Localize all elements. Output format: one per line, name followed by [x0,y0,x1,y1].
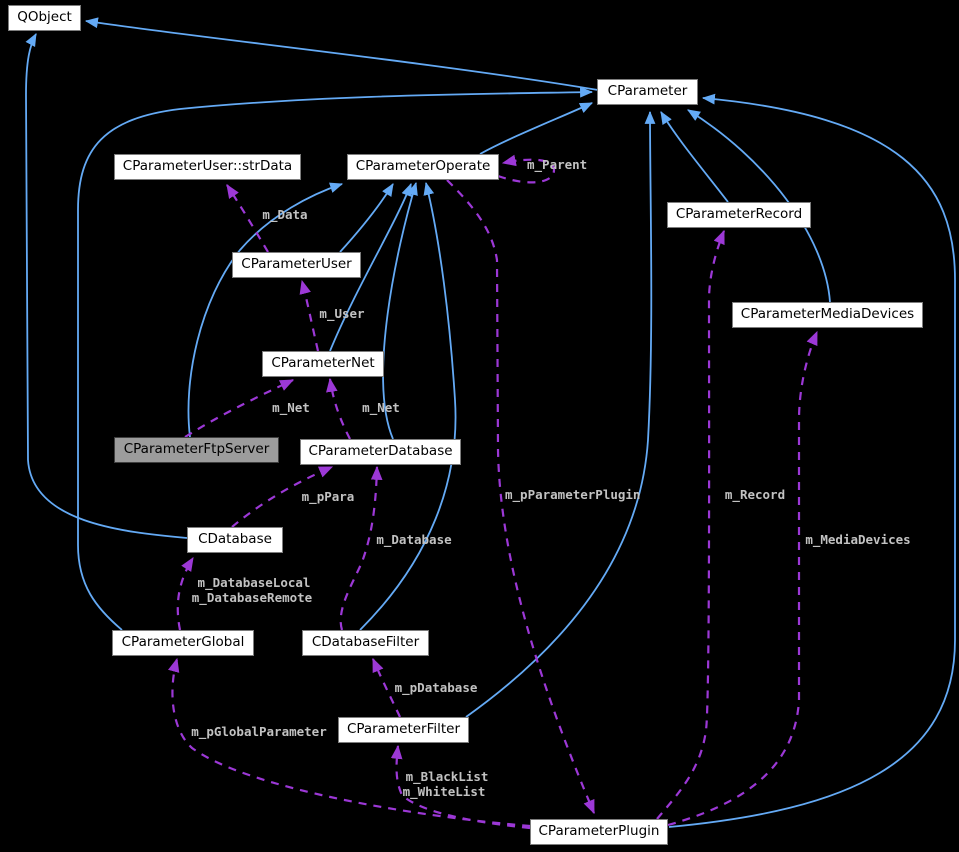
edge-label-m-ppara: m_pPara [302,489,355,505]
node-cparameternet[interactable]: CParameterNet [262,351,384,377]
edge-member-m-user [299,279,320,352]
edge-member-m-databaselocal-remote [176,557,194,631]
edge-inherit-cparameterglobal-cparameter [77,86,594,631]
edge-member-m-data [226,184,269,253]
edge-label-m-databaseremote: m_DatabaseRemote [192,590,313,606]
edge-label-m-user: m_User [319,306,365,322]
edge-member-m-parent-self-loop [497,154,556,184]
node-cparametermediadevices[interactable]: CParameterMediaDevices [732,302,923,328]
node-qobject[interactable]: QObject [8,5,81,31]
edge-member-m-pglobalparameter [167,657,531,828]
edge-label-m-pparameterplugin: m_pParameterPlugin [505,487,640,503]
edge-label-m-record: m_Record [725,487,785,503]
edge-label-m-pdatabase: m_pDatabase [395,680,478,696]
edge-inherit-cparameter-qobject [84,17,599,91]
edge-label-m-databaselocal: m_DatabaseLocal [198,575,311,591]
edge-member-m-mediadevices [667,330,819,827]
edge-inherit-cparameterfilter-cparameter [465,110,656,718]
edge-label-m-pglobalparameter: m_pGlobalParameter [191,724,327,740]
node-cparameter[interactable]: CParameter [597,79,698,105]
node-cparameterftpserver[interactable]: CParameterFtpServer [114,437,279,463]
node-cdatabasefilter[interactable]: CDatabaseFilter [302,630,429,656]
node-cparameteruser-strdata[interactable]: CParameterUser::strData [114,154,301,180]
edge-member-m-blacklist-whitelist [390,744,531,830]
edge-inherit-cparameterrecord-cparameter [660,111,729,203]
edge-inherit-cparameteruser-cparameteroperate [339,183,394,253]
edge-member-m-database [339,465,383,631]
edge-inherit-cparameternet-cparameteroperate [329,182,412,352]
edge-inherit-cdatabase-qobject [25,33,188,539]
node-cparameteroperate[interactable]: CParameterOperate [347,154,499,180]
edge-label-m-whitelist: m_WhiteList [403,784,486,800]
edge-label-m-mediadevices: m_MediaDevices [805,532,910,548]
node-cparameterdatabase[interactable]: CParameterDatabase [300,439,461,465]
node-cparameterfilter[interactable]: CParameterFilter [338,717,469,743]
edge-member-m-record [656,229,726,820]
node-cparameterrecord[interactable]: CParameterRecord [667,202,811,228]
edge-inherit-cparameterdatabase-cparameteroperate [382,181,418,440]
edge-label-m-parent: m_Parent [527,157,587,173]
edge-label-m-net-left: m_Net [272,400,310,416]
edge-label-m-database: m_Database [376,532,452,548]
node-cdatabase[interactable]: CDatabase [187,527,283,553]
edge-label-m-net-right: m_Net [362,400,400,416]
edge-inherit-cdatabasefilter-cparameteroperate [359,181,457,631]
edge-member-m-net-database [326,377,351,440]
edge-inherit-cparameterplugin-cparameter [668,93,956,828]
edge-member-m-pdatabase [371,657,401,718]
node-cparameterplugin[interactable]: CParameterPlugin [530,819,668,845]
edge-member-m-net-ftpserver [184,379,295,438]
edge-label-m-blacklist: m_BlackList [406,769,489,785]
edge-label-m-data: m_Data [262,207,307,223]
node-cparameteruser[interactable]: CParameterUser [232,252,361,278]
edge-inherit-cparameteroperate-cparameter [479,102,593,155]
node-cparameterglobal[interactable]: CParameterGlobal [112,630,254,656]
edge-inherit-cparametermediadevices-cparameter [687,109,831,303]
edge-member-m-pparameterplugin [446,179,596,815]
